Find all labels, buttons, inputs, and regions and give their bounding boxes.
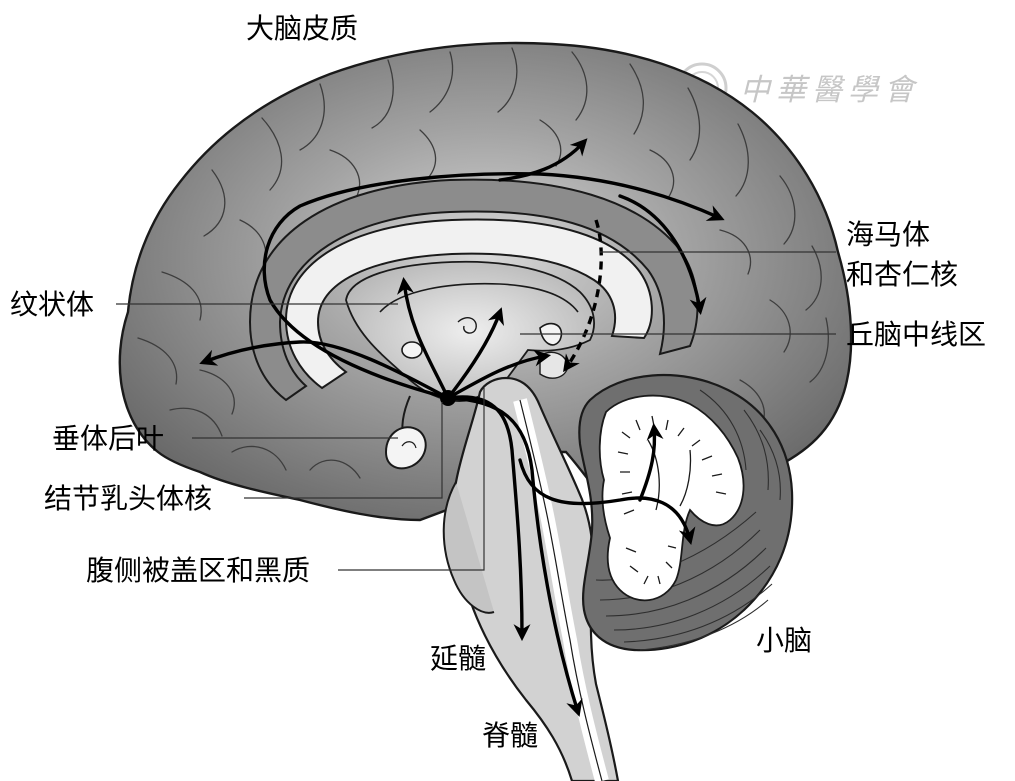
label-tuberomammillary: 结节乳头体核 — [44, 482, 212, 515]
arrow-posterior — [618, 194, 707, 316]
label-cerebellum: 小脑 — [756, 624, 812, 657]
third-ventricle-swirl — [457, 317, 477, 334]
label-cerebral-cortex: 大脑皮质 — [246, 12, 358, 45]
projection-pathways — [199, 138, 725, 717]
label-striatum: 纹状体 — [10, 288, 94, 321]
label-hippocampus-line1: 海马体 — [846, 218, 930, 251]
arrow-thalamus — [446, 307, 504, 400]
tuberomammillary-nucleus-dot — [440, 390, 456, 406]
cerebellum — [578, 374, 794, 652]
arrow-midline — [446, 349, 552, 400]
labels: 大脑皮质 海马体 和杏仁核 纹状体 丘脑中线区 垂体后叶 结节乳头体核 腹侧被盖… — [10, 12, 986, 752]
label-medulla: 延髓 — [430, 642, 486, 675]
label-pituitary-posterior: 垂体后叶 — [52, 422, 164, 455]
arrow-cingulum — [262, 172, 725, 400]
label-hippocampus-line2: 和杏仁核 — [846, 258, 958, 291]
arrow-cerebellum — [518, 458, 696, 545]
arbor-branches — [617, 415, 727, 585]
leader-vta — [338, 388, 485, 571]
pons-bulge — [442, 481, 495, 614]
fornix — [379, 282, 579, 313]
leader-tuberomammillary — [244, 402, 443, 499]
brainstem — [442, 376, 620, 781]
arrow-cerebellum-up — [638, 422, 664, 502]
leader-lines — [116, 251, 836, 571]
label-vta-substantia-nigra: 腹侧被盖区和黑质 — [86, 554, 310, 587]
corpus-callosum — [284, 218, 653, 390]
arrow-hippocampus-dashed — [563, 219, 603, 373]
arrow-superior — [498, 138, 588, 182]
arrow-striatum — [397, 276, 450, 400]
gyri-lines — [137, 47, 829, 479]
watermark-text: 中華醫學會 — [740, 73, 920, 108]
watermark: 中華醫學會 — [676, 62, 920, 114]
label-thalamic-midline: 丘脑中线区 — [846, 318, 986, 351]
label-spinal-cord: 脊髓 — [482, 719, 538, 752]
arrow-spinal — [446, 396, 583, 717]
arrow-frontal — [199, 340, 450, 400]
anterior-commissure — [401, 341, 423, 359]
